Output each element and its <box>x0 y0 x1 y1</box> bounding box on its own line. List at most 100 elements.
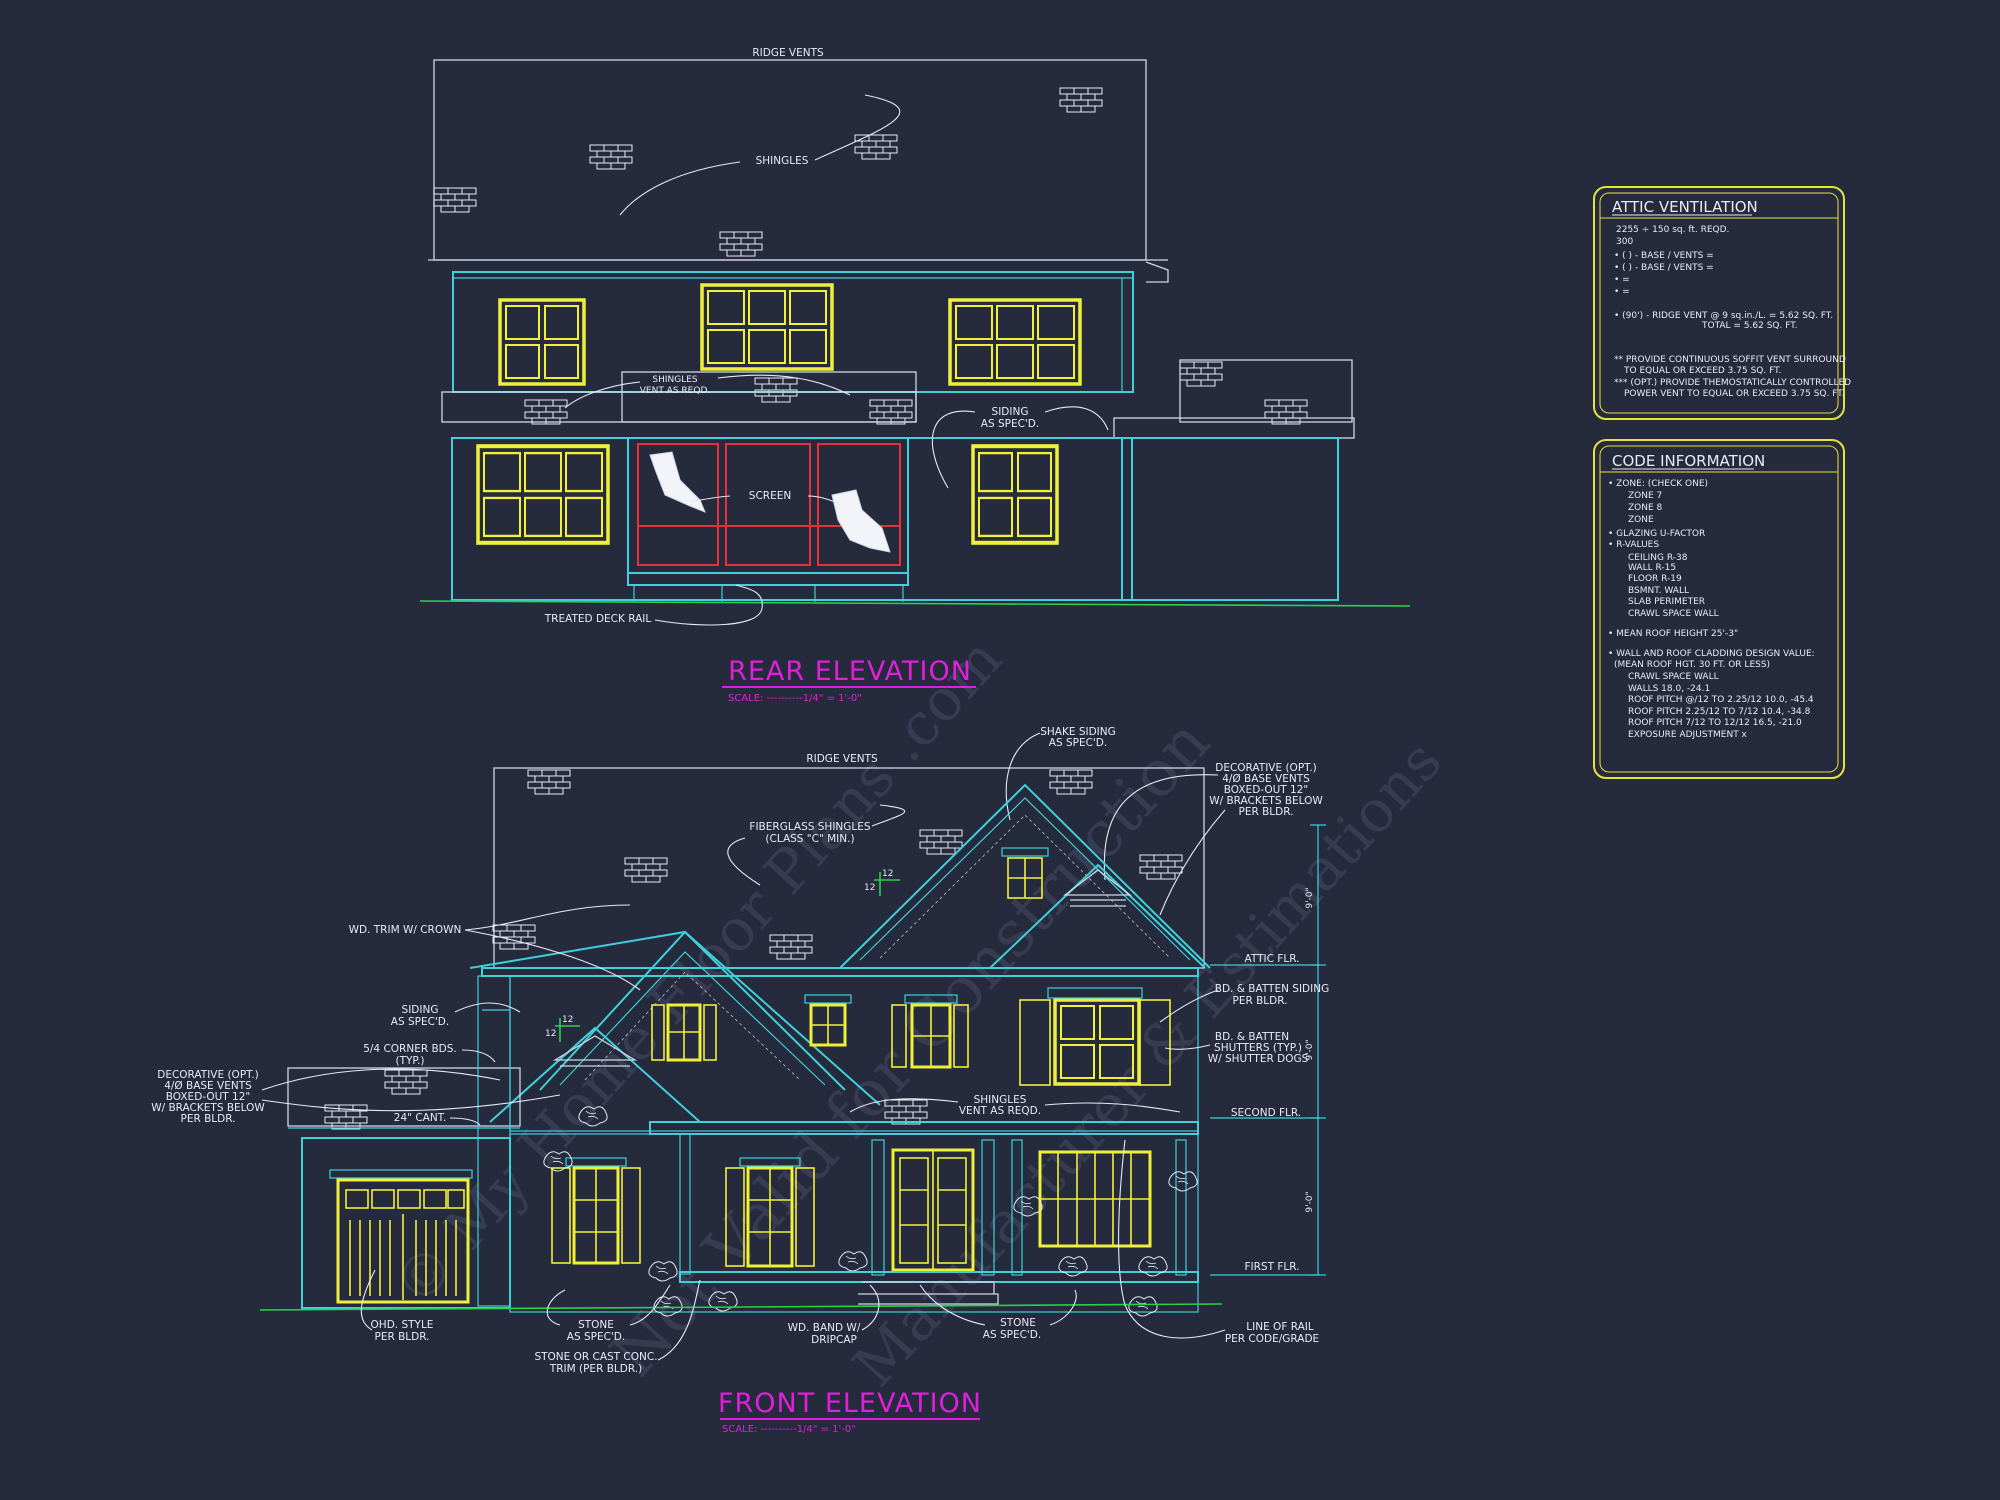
stone-right-label-1: STONE <box>1000 1317 1036 1329</box>
brick-hatch <box>527 769 571 795</box>
brick-hatch <box>1139 854 1183 880</box>
rear-first-floor-wall <box>451 437 1133 601</box>
brick-hatch <box>719 231 763 257</box>
front-decorative-r-label-2: 4/Ø BASE VENTS <box>1222 773 1310 785</box>
floor-level-markers <box>1210 824 1326 1276</box>
attic-note-line: • (90') - RIDGE VENT @ 9 sq.in./L. = 5.6… <box>1614 311 1833 321</box>
cantilever-label: 24" CANT. <box>394 1112 446 1124</box>
leader-line <box>657 1279 701 1361</box>
stone-right-label-2: AS SPEC'D. <box>983 1329 1041 1341</box>
code-note-line: CRAWL SPACE WALL <box>1628 672 1719 682</box>
wd-band-label-1: WD. BAND W/ <box>788 1322 861 1334</box>
front-first-floor-window-2 <box>725 1157 815 1268</box>
code-note-line: (MEAN ROOF HGT. 30 FT. OR LESS) <box>1614 660 1770 670</box>
brick-hatch <box>589 144 633 170</box>
screen-glare <box>649 451 706 513</box>
attic-ventilation-lines: 2255 ÷ 150 sq. ft. REQD.300• ( ) - BASE … <box>1614 225 1851 399</box>
attic-note-line: • = <box>1614 287 1630 297</box>
rear-elevation: RIDGE VENTS SHINGLES SHINGLES VENT AS RE… <box>419 47 1411 704</box>
stone-cast-label-2: TRIM (PER BLDR.) <box>549 1363 642 1375</box>
leader-line <box>1005 732 1041 821</box>
code-information-box: CODE INFORMATION • ZONE: (CHECK ONE)ZONE… <box>1593 439 1845 779</box>
code-note-line: ZONE 7 <box>1628 491 1662 501</box>
front-shake-siding-label-1: SHAKE SIDING <box>1040 726 1116 738</box>
bd-batten-siding-label-1: BD. & BATTEN SIDING <box>1215 983 1329 995</box>
front-decorative-r-label-1: DECORATIVE (OPT.) <box>1215 762 1317 774</box>
corner-bds-label-1: 5/4 CORNER BDS. <box>363 1043 457 1055</box>
leader-line <box>861 1284 880 1331</box>
rear-elevation-scale: SCALE: ----------1/4" = 1'-0" <box>728 693 862 704</box>
front-siding-label-1: SIDING <box>402 1004 439 1016</box>
code-note-line: • WALL AND ROOF CLADDING DESIGN VALUE: <box>1608 649 1815 659</box>
leader-line <box>1103 774 1226 916</box>
code-note-line: • GLAZING U-FACTOR <box>1608 529 1705 539</box>
corner-bds-label-2: (TYP.) <box>395 1055 424 1067</box>
rear-right-roof <box>1179 359 1353 423</box>
pitch-label: 12 <box>864 883 875 893</box>
rear-window-lower-left <box>478 446 608 543</box>
rear-window-upper-left <box>498 298 586 386</box>
code-note-line: ZONE <box>1628 515 1654 525</box>
ohd-label-1: OHD. STYLE <box>371 1319 434 1331</box>
leader-line <box>619 94 901 216</box>
front-first-floor-window-1 <box>551 1157 641 1265</box>
leader-line <box>454 1002 521 1013</box>
rear-shingles-label: SHINGLES <box>756 155 809 167</box>
stone-mark <box>1168 1171 1198 1192</box>
front-second-floor-window-left <box>651 1003 717 1062</box>
front-decorative-r-label-5: PER BLDR. <box>1239 806 1294 818</box>
stone-mark <box>838 1251 868 1272</box>
pitch-label: 12 <box>562 1015 573 1025</box>
leader-line <box>1118 1139 1226 1339</box>
attic-note-line: ** PROVIDE CONTINUOUS SOFFIT VENT SURROU… <box>1614 355 1846 365</box>
front-second-floor-window-small <box>804 994 852 1047</box>
leader-line <box>461 1049 496 1063</box>
code-note-line: WALLS 18.0, -24.1 <box>1628 684 1710 694</box>
rear-porch-roof <box>441 391 917 423</box>
leader-line <box>849 1098 1181 1113</box>
front-grade-line <box>259 1303 1223 1311</box>
front-second-floor-eave <box>481 967 1199 977</box>
front-entry-door <box>891 1148 975 1272</box>
code-note-line: SLAB PERIMETER <box>1628 597 1705 607</box>
rear-window-upper-right <box>948 298 1082 386</box>
rear-shingles-vent-label-1: SHINGLES <box>652 375 698 385</box>
leader-line <box>919 1284 1077 1326</box>
rear-right-wing-wall <box>1121 437 1339 601</box>
rear-siding-label-2: AS SPEC'D. <box>981 418 1039 430</box>
front-decorative-l-label-3: BOXED-OUT 12" <box>166 1091 251 1103</box>
attic-note-line: 300 <box>1616 237 1633 247</box>
front-gable-right <box>839 783 1211 969</box>
attic-note-line: • ( ) - BASE / VENTS = <box>1614 263 1714 273</box>
attic-floor-label: ATTIC FLR. <box>1245 953 1300 965</box>
stone-left-label-2: AS SPEC'D. <box>567 1331 625 1343</box>
rear-elevation-title: REAR ELEVATION <box>728 656 972 687</box>
leader-line <box>449 1117 481 1126</box>
code-note-line: ROOF PITCH 7/12 TO 12/12 16.5, -21.0 <box>1628 718 1802 728</box>
code-note-line: CRAWL SPACE WALL <box>1628 609 1719 619</box>
attic-note-line: *** (OPT.) PROVIDE THEMOSTATICALLY CONTR… <box>1614 378 1851 388</box>
leader-line <box>689 495 841 505</box>
rear-shingles-vent-label-2: VENT AS REQD. <box>640 386 710 396</box>
leader-line <box>564 374 851 409</box>
leader-line <box>1164 1044 1211 1050</box>
code-note-line: BSMNT. WALL <box>1628 586 1689 596</box>
brick-hatch <box>1264 399 1308 425</box>
brick-hatch <box>919 829 963 855</box>
rear-window-upper-center <box>700 283 834 371</box>
rear-window-lower-right <box>973 446 1057 543</box>
attic-ventilation-title: ATTIC VENTILATION <box>1612 198 1758 216</box>
front-decorative-l-label-4: W/ BRACKETS BELOW <box>151 1102 265 1114</box>
second-floor-label: SECOND FLR. <box>1231 1107 1301 1119</box>
bd-batten-siding-label-2: PER BLDR. <box>1233 995 1288 1007</box>
shutters-label-1: BD. & BATTEN <box>1215 1031 1289 1043</box>
front-decorative-l-label-5: PER BLDR. <box>181 1113 236 1125</box>
first-floor-label: FIRST FLR. <box>1245 1261 1300 1273</box>
front-gable-center-left <box>539 930 846 1091</box>
code-note-line: ROOF PITCH 2.25/12 TO 7/12 10.4, -34.8 <box>1628 707 1811 717</box>
front-decorative-r-label-4: W/ BRACKETS BELOW <box>1209 795 1323 807</box>
wd-trim-label: WD. TRIM W/ CROWN <box>349 924 462 936</box>
code-note-line: ZONE 8 <box>1628 503 1663 513</box>
